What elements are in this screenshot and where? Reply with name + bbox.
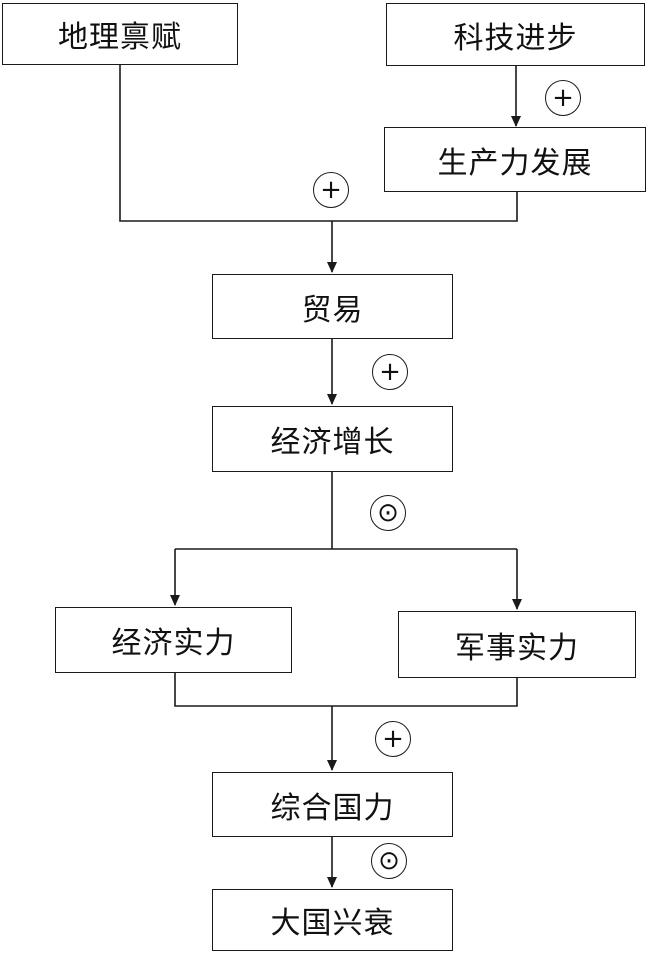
node-geographic-endowment: 地理禀赋 xyxy=(2,3,238,65)
plus-symbol-to-trade: + xyxy=(313,172,349,208)
node-economic-growth: 经济增长 xyxy=(212,406,453,472)
node-comprehensive-national-power: 综合国力 xyxy=(212,772,453,837)
dot-symbol-power-to-rise-fall: ⊙ xyxy=(371,843,407,879)
dot-symbol-growth-split: ⊙ xyxy=(370,495,406,531)
node-trade: 贸易 xyxy=(212,274,453,339)
merge-line-geo-productivity xyxy=(119,64,518,222)
merge-line-powers xyxy=(174,673,518,707)
node-economic-power: 经济实力 xyxy=(55,607,292,673)
plus-symbol-trade-to-growth: + xyxy=(372,354,408,390)
node-productivity: 生产力发展 xyxy=(384,127,646,192)
node-rise-and-fall-of-great-powers: 大国兴衰 xyxy=(212,889,453,951)
node-tech-progress: 科技进步 xyxy=(386,3,645,66)
plus-symbol-tech-to-productivity: + xyxy=(545,80,581,116)
plus-symbol-to-national-power: + xyxy=(375,721,411,757)
node-military-power: 军事实力 xyxy=(398,611,636,678)
